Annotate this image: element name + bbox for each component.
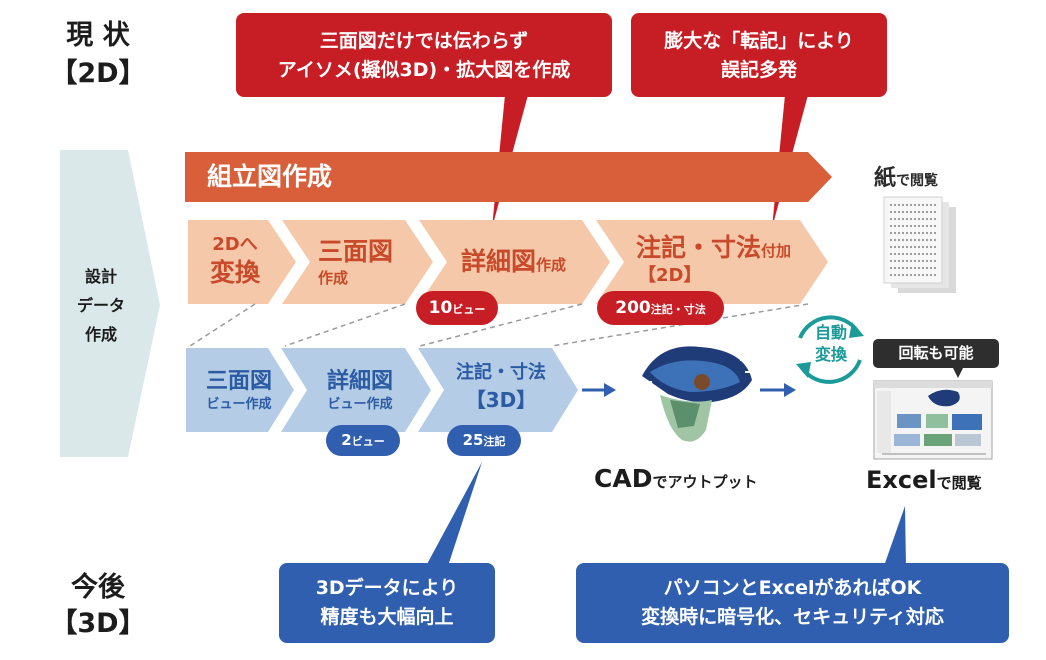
cad-label-bold: CAD [594, 464, 653, 493]
design-data-label: 設計 データ 作成 [62, 262, 140, 349]
dash-line-2 [284, 303, 406, 347]
red-callout-2-line2: 誤記多発 [720, 59, 797, 81]
paper-label-rest: で閲覧 [896, 173, 939, 189]
paper-label-bold: 紙 [874, 166, 897, 191]
red-callout-1: 三面図だけでは伝わらず アイソメ(擬似3D)・拡大図を作成 [236, 13, 612, 97]
red-callout-1-line2: アイソメ(擬似3D)・拡大図を作成 [277, 59, 571, 81]
design-data-line3: 作成 [84, 325, 117, 344]
orange-step-2-shape [282, 220, 433, 304]
orange-step-3-main: 詳細図 [461, 247, 537, 276]
arrow-to-convert-head [784, 383, 796, 397]
orange-step-2-sub: 作成 [318, 269, 349, 287]
blue-step-3-sub: 【3D】 [465, 388, 537, 412]
paper-label: 紙で閲覧 [874, 160, 974, 192]
blue-callout-1-line2: 精度も大幅向上 [320, 606, 454, 628]
cad-label: CADでアウトプット [594, 464, 804, 493]
orange-pill-2-unit: 注記・寸法 [650, 303, 706, 316]
orange-pill-1-num: 10 [428, 298, 453, 318]
auto-convert-label: 自動 変換 [800, 322, 862, 366]
current-title: 現 状 [66, 20, 130, 51]
rotation-badge-pointer [952, 366, 964, 378]
rotation-badge: 回転も可能 [873, 339, 999, 368]
blue-step-3-main: 注記・寸法 [456, 362, 546, 383]
excel-label: Excelで閲覧 [866, 466, 1036, 494]
blue-step-1: 三面図 ビュー作成 [194, 368, 284, 414]
future-tag: 【3D】 [50, 608, 146, 639]
assembly-bar-label: 組立図作成 [207, 162, 333, 191]
orange-pill-2: 200注記・寸法 [597, 291, 724, 325]
orange-step-3: 詳細図作成 [461, 246, 601, 278]
red-callout-1-line1: 三面図だけでは伝わらず [319, 30, 529, 52]
orange-step-3-shape [419, 220, 610, 304]
dash-line-3 [419, 303, 583, 347]
blue-step-1-main: 三面図 [205, 369, 272, 394]
orange-step-1-sub: 変換 [209, 258, 260, 287]
orange-step-2: 三面図 作成 [318, 236, 418, 288]
auto-convert-arrowhead-bottom [796, 362, 811, 378]
orange-step-3-sub: 作成 [536, 256, 567, 274]
blue-callout-1: 3Dデータにより 精度も大幅向上 [279, 563, 495, 643]
orange-pill-1: 10ビュー [416, 291, 498, 325]
blue-step-1-shape [186, 348, 294, 432]
blue-pill-1: 2ビュー [326, 425, 400, 456]
orange-step-1-shape [188, 220, 296, 304]
blue-step-1-sub: ビュー作成 [206, 397, 272, 412]
assembly-bar [185, 152, 832, 202]
orange-step-1: 2Dへ 変換 [190, 234, 280, 290]
blue-pill-1-num: 2 [341, 431, 352, 449]
design-data-line2: データ [76, 296, 125, 315]
orange-step-4-sub: 付加 [761, 242, 792, 260]
excel-label-rest: で閲覧 [936, 474, 982, 492]
auto-convert-line1: 自動 [814, 323, 847, 342]
cad-label-rest: でアウトプット [652, 473, 758, 491]
excel-label-bold: Excel [866, 466, 937, 494]
orange-step-1-main: 2Dへ [212, 234, 258, 255]
auto-convert-line2: 変換 [814, 345, 847, 364]
blue-step-2: 詳細図 ビュー作成 [310, 368, 410, 414]
blue-callout-1-pointer [426, 462, 482, 566]
blue-step-2-main: 詳細図 [326, 369, 393, 394]
blue-pill-2-unit: 注記 [483, 435, 506, 448]
blue-callout-2-pointer [884, 506, 906, 566]
blue-step-2-shape [281, 348, 431, 432]
arrow-to-cad-head [604, 383, 616, 397]
orange-step-4-tag: 【2D】 [638, 265, 702, 286]
orange-step-2-main: 三面図 [318, 237, 394, 266]
blue-step-2-sub: ビュー作成 [327, 397, 393, 412]
future-title: 今後 [71, 572, 125, 603]
dash-line-1 [189, 303, 256, 347]
red-callout-2-line1: 膨大な「転記」により [664, 30, 854, 52]
current-tag: 【2D】 [50, 58, 146, 89]
design-data-panel [60, 150, 160, 457]
blue-callout-2-line1: パソコンとExcelがあればOK [663, 577, 922, 599]
orange-pill-1-unit: ビュー [452, 303, 486, 316]
orange-step-4: 注記・寸法付加 【2D】 [636, 232, 816, 288]
cad-model-image [634, 346, 762, 442]
blue-pill-1-unit: ビュー [351, 435, 385, 448]
design-data-line1: 設計 [84, 267, 117, 286]
orange-step-4-shape [596, 220, 828, 304]
blue-callout-2-line2: 変換時に暗号化、セキュリティ対応 [641, 606, 944, 628]
blue-pill-2-num: 25 [462, 431, 484, 449]
auto-convert-arrowhead-top [849, 322, 864, 338]
excel-screenshot-image [873, 380, 993, 460]
red-callout-2: 膨大な「転記」により 誤記多発 [631, 13, 887, 97]
blue-step-3-shape [418, 348, 578, 432]
paper-stack-icon [883, 196, 956, 293]
blue-pill-2: 25注記 [447, 425, 521, 456]
blue-step-3: 注記・寸法 【3D】 [446, 360, 556, 414]
blue-callout-2: パソコンとExcelがあればOK 変換時に暗号化、セキュリティ対応 [576, 563, 1009, 643]
orange-step-4-main: 注記・寸法 [636, 233, 762, 262]
orange-pill-2-num: 200 [615, 298, 651, 318]
blue-callout-1-line1: 3Dデータにより [315, 577, 459, 599]
dash-line-4 [551, 303, 809, 347]
